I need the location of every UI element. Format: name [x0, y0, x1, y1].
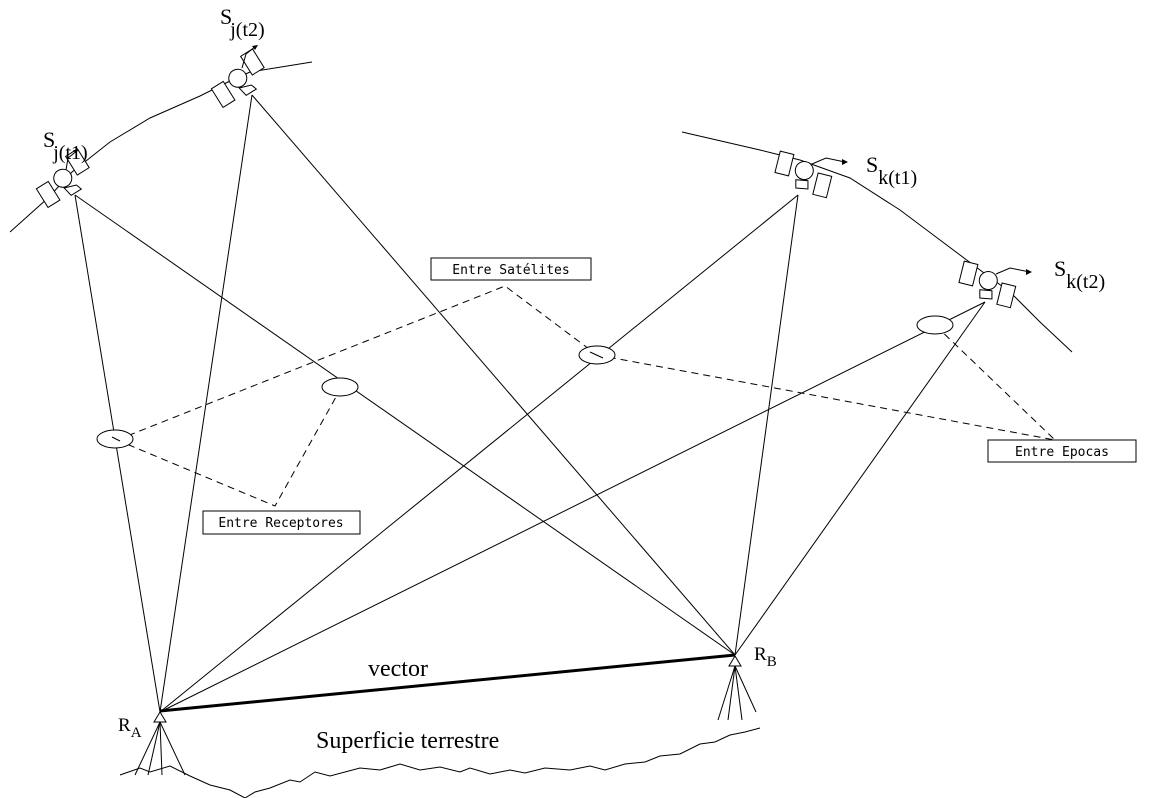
satellite-k-t2-icon — [958, 260, 1017, 309]
arrow-k-t1 — [811, 157, 846, 165]
marker-tick-b — [589, 351, 604, 359]
label-ra: RA — [118, 715, 142, 741]
box-entre-satelites-label: Entre Satélites — [452, 263, 569, 278]
marker-entre-receptores-b — [321, 377, 359, 397]
ray-ra-sk-t1 — [159, 194, 799, 713]
ray-ra-sj-t1 — [74, 194, 161, 713]
label-superficie: Superficie terrestre — [316, 728, 499, 754]
vector-line — [159, 653, 736, 713]
box-entre-receptores — [202, 510, 361, 535]
ray-rb-sj-t2 — [251, 94, 736, 656]
label-sk-t2: Sk(t2) — [1054, 256, 1105, 293]
tripod-b — [717, 655, 757, 721]
satellite-j-t2-icon — [210, 48, 265, 109]
label-vector: vector — [368, 656, 428, 682]
terrain-line — [119, 727, 761, 798]
ray-ra-sk-t2 — [159, 301, 986, 713]
label-sk-t1: Sk(t1) — [866, 152, 917, 189]
box-entre-satelites — [430, 257, 592, 281]
marker-tick-a — [111, 436, 121, 442]
arrow-k-t2 — [995, 267, 1031, 275]
ray-rb-sj-t1 — [74, 194, 736, 656]
label-rb: RB — [754, 644, 777, 670]
arrow-j-t1 — [65, 149, 79, 171]
satellite-k-t1-icon — [774, 150, 833, 199]
box-entre-receptores-label: Entre Receptores — [218, 516, 343, 531]
arrowhead-j-t1 — [73, 150, 78, 154]
arrow-j-t2 — [241, 45, 257, 69]
dash-entre-satelites — [116, 285, 598, 441]
marker-entre-epocas — [916, 315, 954, 335]
arrowhead-k-t1 — [842, 159, 848, 165]
tripod-a — [134, 711, 186, 776]
ray-rb-sk-t1 — [734, 194, 799, 656]
arrowhead-k-t2 — [1026, 269, 1032, 275]
dash-entre-epocas — [596, 324, 1057, 441]
arrowhead-j-t2 — [252, 45, 258, 50]
ray-ra-sj-t2 — [159, 94, 253, 713]
ray-rb-sk-t2 — [734, 301, 986, 656]
dash-entre-receptores — [116, 387, 342, 507]
box-entre-epocas — [987, 439, 1137, 463]
box-entre-epocas-label: Entre Epocas — [1015, 445, 1109, 460]
